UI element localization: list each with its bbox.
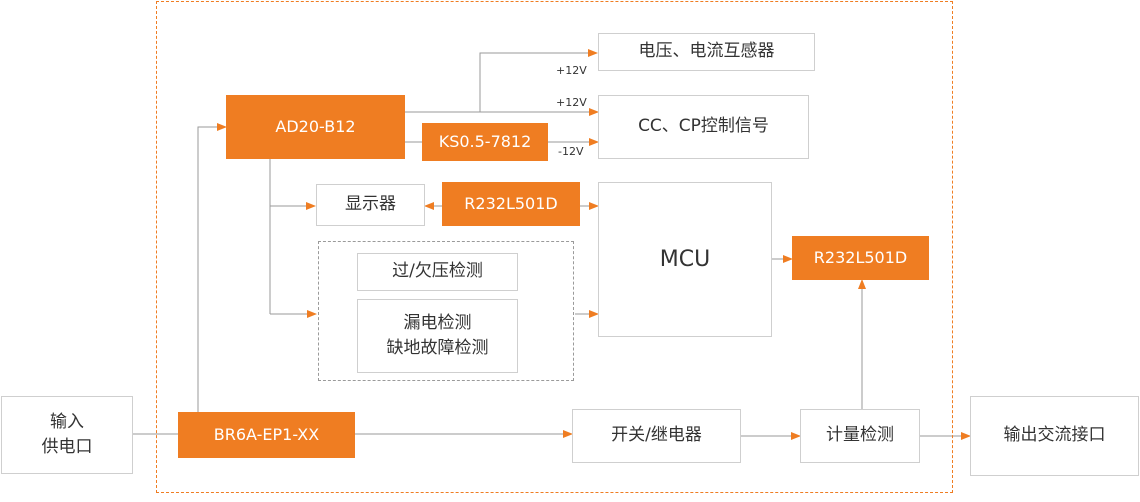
br6a-module: BR6A-EP1-XX [178,412,355,458]
mcu-box: MCU [598,182,772,337]
system-boundary-frame [156,1,953,493]
switch-relay-box: 开关/继电器 [572,409,741,463]
volt-label-cc-plus12: +12V [556,96,587,109]
cc-cp-control-signal: CC、CP控制信号 [598,95,809,159]
ks05-module: KS0.5-7812 [422,123,548,161]
volt-label-cc-minus12: -12V [558,145,584,158]
wire-br6a-ad20 [197,123,227,412]
input-line1: 输入 [50,411,84,432]
input-power-port: 输入 供电口 [1,396,133,474]
metering-detect-box: 计量检测 [800,409,920,463]
leak-line1: 漏电检测 [403,312,472,333]
ad20-module: AD20-B12 [226,95,405,159]
voltage-current-sensor: 电压、电流互感器 [598,33,815,71]
r232-left-module: R232L501D [442,182,580,226]
display-box: 显示器 [316,184,425,226]
volt-label-sensor-plus12: +12V [556,64,587,77]
over-under-voltage-detect: 过/欠压检测 [357,253,518,291]
leakage-ground-fault-detect: 漏电检测 缺地故障检测 [357,299,518,373]
r232-right-module: R232L501D [792,236,929,280]
ac-output-port: 输出交流接口 [970,396,1139,476]
leak-line2: 缺地故障检测 [386,338,489,358]
input-line2: 供电口 [41,437,93,457]
detection-group-frame [318,241,574,381]
